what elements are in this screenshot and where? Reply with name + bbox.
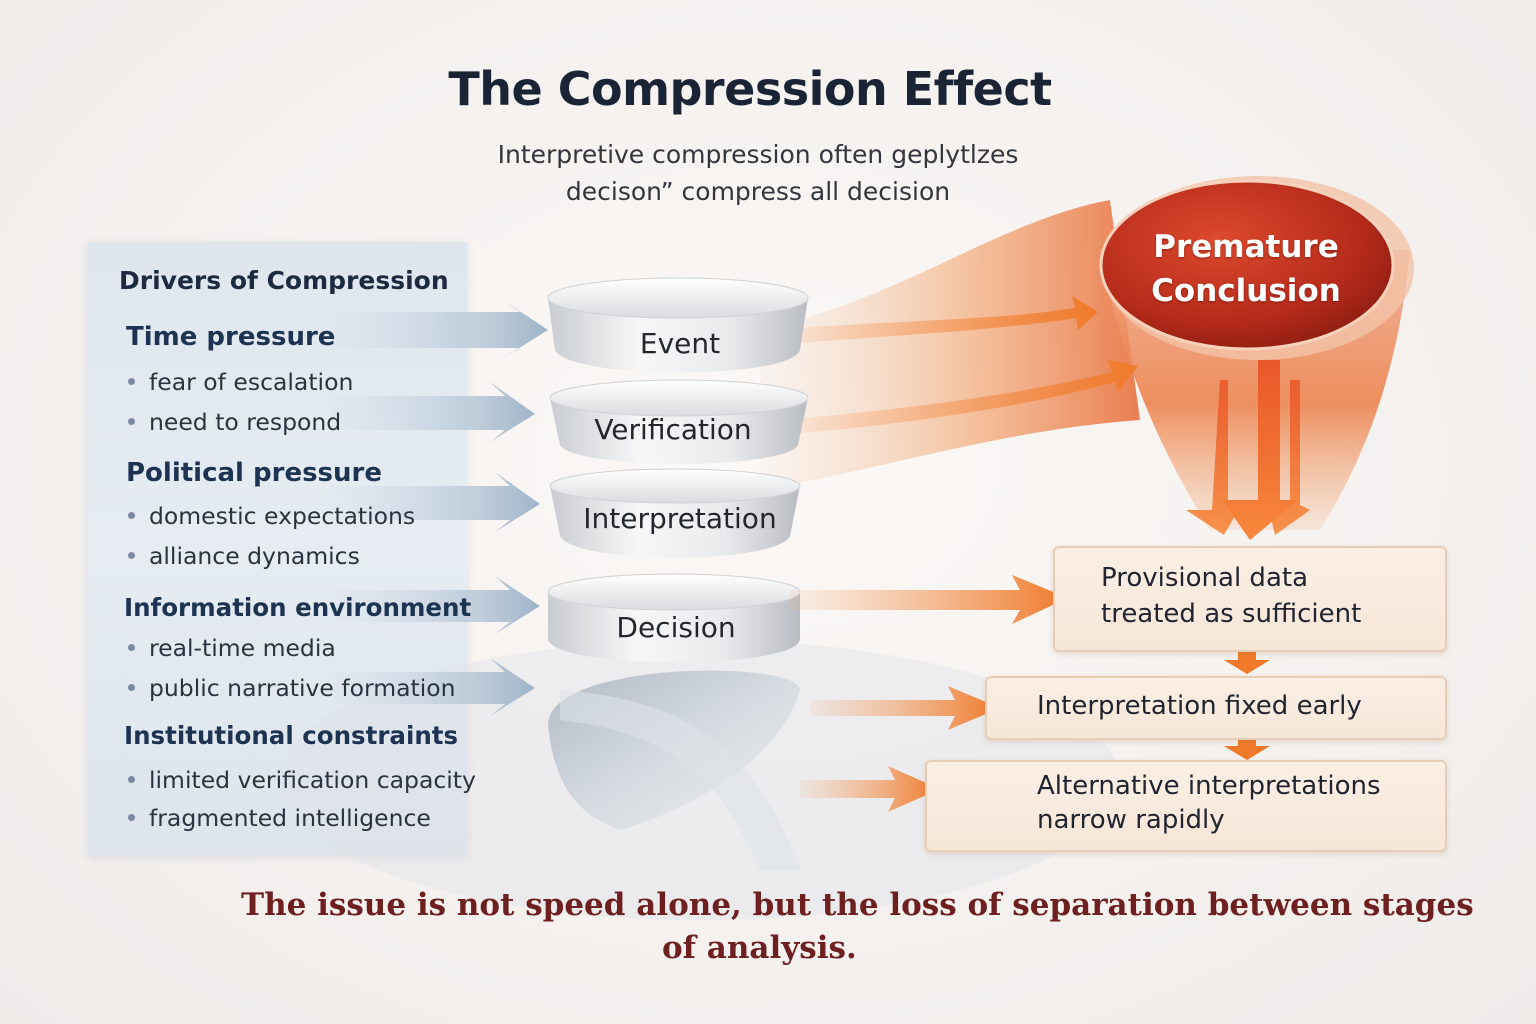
effect-text-2: Interpretation fixed early bbox=[1037, 691, 1362, 721]
premature-conclusion-oval bbox=[1099, 179, 1395, 351]
bullet-dot bbox=[128, 644, 135, 651]
effect-box-alternatives-narrow bbox=[925, 760, 1447, 852]
arrow-to-effect-2 bbox=[810, 686, 1000, 730]
category-information-environment: Information environment bbox=[124, 593, 472, 622]
bullet-item: fear of escalation bbox=[128, 368, 353, 396]
effect-text-3a: Alternative interpretations bbox=[1037, 771, 1381, 801]
effect-connector-1 bbox=[1224, 650, 1270, 674]
bullet-item: real-time media bbox=[128, 634, 336, 662]
bullet-dot bbox=[128, 378, 135, 385]
effect-text-1a: Provisional data bbox=[1101, 563, 1308, 593]
stage-cup-interpretation bbox=[549, 468, 801, 558]
bullet-dot bbox=[128, 418, 135, 425]
down-arrow-right bbox=[1268, 380, 1310, 535]
bullet-item: domestic expectations bbox=[128, 502, 415, 530]
stage-cup-decision bbox=[547, 573, 801, 663]
compression-plume bbox=[760, 200, 1140, 490]
effect-text-3b: narrow rapidly bbox=[1037, 805, 1225, 835]
down-arrow-center bbox=[1222, 360, 1298, 540]
diagram-title: The Compression Effect bbox=[448, 62, 1052, 116]
stage-to-conclusion-arrow-2 bbox=[780, 360, 1138, 435]
bullet-dot bbox=[128, 776, 135, 783]
subtitle-line-1: Interpretive compression often geplytlze… bbox=[497, 140, 1019, 169]
footer-line-1: The issue is not speed alone, but the lo… bbox=[241, 887, 1474, 923]
stage-label-interpretation: Interpretation bbox=[583, 502, 777, 535]
bullet-item: alliance dynamics bbox=[128, 542, 360, 570]
stage-label-verification: Verification bbox=[594, 413, 752, 446]
down-arrow-left bbox=[1186, 380, 1244, 535]
category-time-pressure: Time pressure bbox=[126, 322, 336, 352]
bullet-dot bbox=[128, 552, 135, 559]
bullet-dot bbox=[128, 684, 135, 691]
driver-arrow-5 bbox=[330, 658, 535, 716]
driver-arrow-4 bbox=[330, 576, 540, 634]
driver-arrow-1 bbox=[330, 298, 548, 360]
arrow-to-effect-1 bbox=[790, 575, 1068, 624]
effect-box-provisional-data bbox=[1053, 546, 1447, 652]
stage-to-conclusion-arrow-1 bbox=[770, 296, 1098, 345]
bullet-item: limited verification capacity bbox=[128, 766, 476, 794]
effect-connector-2 bbox=[1224, 738, 1270, 760]
bullet-item: need to respond bbox=[128, 408, 341, 436]
arrow-to-effect-3 bbox=[800, 766, 940, 812]
category-political-pressure: Political pressure bbox=[126, 458, 382, 488]
drivers-heading: Drivers of Compression bbox=[119, 266, 449, 295]
bullet-dot bbox=[128, 512, 135, 519]
premature-conclusion-label: Premature Conclusion bbox=[1151, 229, 1341, 309]
footer-line-2: of analysis. bbox=[662, 930, 857, 966]
bullet-dot bbox=[128, 814, 135, 821]
effect-text-1b: treated as sufficient bbox=[1101, 599, 1362, 629]
bullet-item: public narrative formation bbox=[128, 674, 456, 702]
stage-label-event: Event bbox=[639, 327, 721, 360]
bullet-item: fragmented intelligence bbox=[128, 804, 431, 832]
subtitle-line-2: decison” compress all decision bbox=[565, 177, 951, 206]
driver-arrow-2 bbox=[330, 382, 535, 442]
stage-cup-event bbox=[547, 277, 809, 373]
stage-label-decision: Decision bbox=[616, 611, 736, 644]
stage-cup-verification bbox=[549, 379, 809, 464]
driver-arrow-3 bbox=[330, 472, 540, 532]
category-institutional-constraints: Institutional constraints bbox=[124, 721, 459, 750]
funnel-base-sweep bbox=[560, 690, 800, 870]
effect-box-interpretation-fixed bbox=[985, 676, 1447, 740]
